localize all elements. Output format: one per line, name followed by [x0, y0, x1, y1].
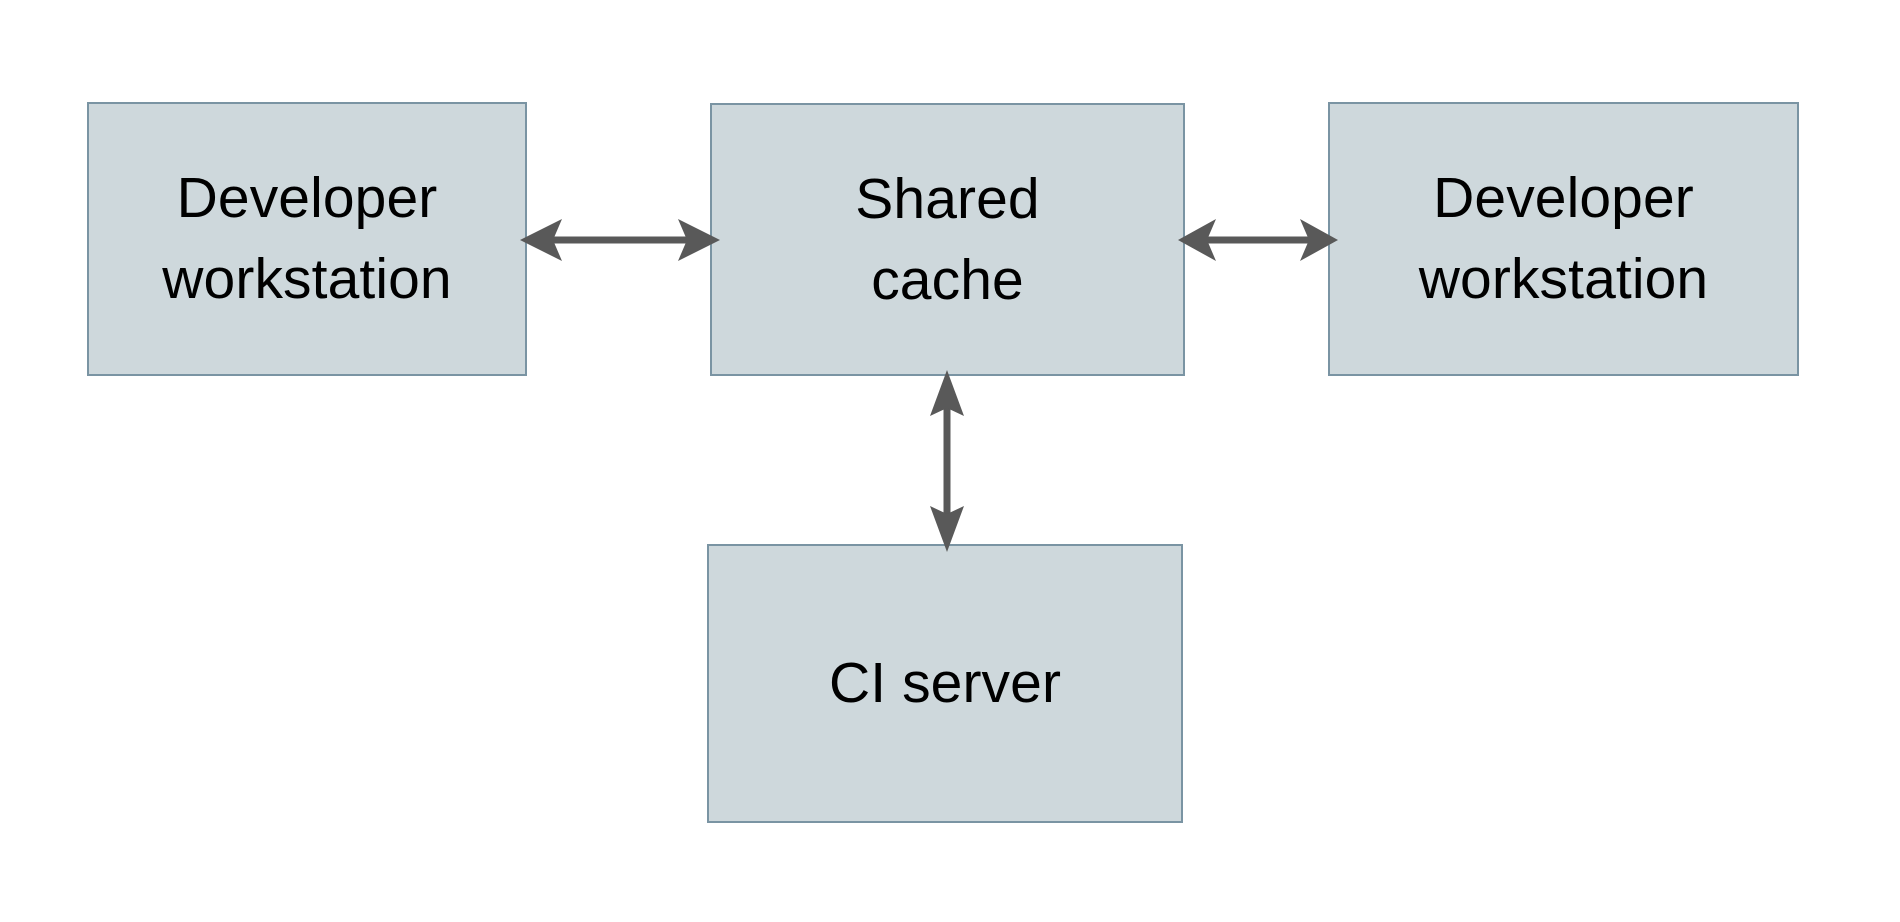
double-arrow-icon: [520, 219, 720, 261]
double-arrow-icon: [1178, 219, 1338, 261]
node-ci-server[interactable]: CI server: [707, 544, 1183, 823]
node-label: Shared cache: [855, 166, 1040, 312]
node-developer-workstation-right[interactable]: Developer workstation: [1328, 102, 1799, 376]
node-developer-workstation-left[interactable]: Developer workstation: [87, 102, 527, 376]
connector-cache-to-ci-server[interactable]: [910, 370, 984, 552]
node-label: Developer workstation: [1418, 166, 1709, 311]
node-label: CI server: [828, 651, 1062, 716]
double-arrow-icon: [930, 370, 964, 552]
node-shared-cache[interactable]: Shared cache: [710, 103, 1185, 376]
connector-cache-to-dev-right[interactable]: [1178, 205, 1338, 275]
connector-dev-left-to-cache[interactable]: [520, 205, 720, 275]
node-label: Developer workstation: [162, 166, 452, 311]
